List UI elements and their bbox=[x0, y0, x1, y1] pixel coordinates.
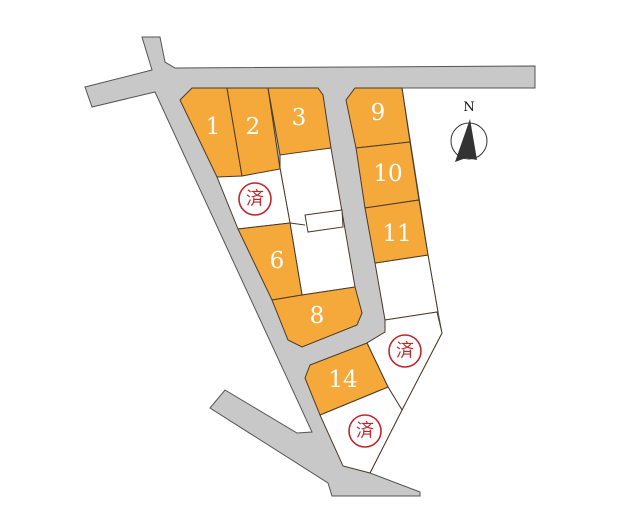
lot-number: 2 bbox=[246, 114, 261, 140]
lot-9[interactable]: 9 bbox=[345, 87, 411, 149]
lot-shape[interactable] bbox=[271, 286, 363, 348]
lot-number: 8 bbox=[310, 303, 325, 329]
lot-number: 14 bbox=[328, 367, 357, 393]
lot-number: 6 bbox=[270, 248, 285, 274]
lot-number: 10 bbox=[373, 161, 402, 187]
lot-3[interactable]: 3 bbox=[267, 87, 332, 156]
compass: N bbox=[450, 100, 488, 162]
lot-1[interactable]: 1 bbox=[179, 87, 243, 178]
lot-10[interactable]: 10 bbox=[355, 141, 420, 209]
sold-stamp: 済 bbox=[388, 334, 422, 368]
lot-6[interactable]: 6 bbox=[237, 222, 303, 301]
sold-stamp: 済 bbox=[348, 414, 382, 448]
svg-text:済: 済 bbox=[356, 421, 374, 442]
lot-8[interactable]: 8 bbox=[271, 286, 363, 348]
north-arrow-icon bbox=[455, 119, 477, 162]
lot-shape[interactable] bbox=[304, 342, 389, 416]
svg-text:済: 済 bbox=[396, 341, 414, 362]
lot-unlabeled-east bbox=[374, 254, 439, 321]
north-label: N bbox=[463, 100, 474, 115]
lot-14[interactable]: 14 bbox=[304, 342, 389, 416]
lot-number: 11 bbox=[382, 221, 411, 247]
sold-stamp: 済 bbox=[238, 182, 272, 216]
svg-text:済: 済 bbox=[246, 189, 264, 210]
lot-number: 9 bbox=[371, 100, 386, 126]
lot-2[interactable]: 2 bbox=[226, 87, 281, 177]
lot-number: 1 bbox=[206, 114, 221, 140]
lot-shape[interactable] bbox=[364, 199, 429, 264]
lot-11[interactable]: 11 bbox=[364, 199, 429, 264]
lot-interior-small bbox=[304, 209, 344, 233]
lot-shape[interactable] bbox=[226, 87, 281, 177]
lot-boundary bbox=[289, 222, 306, 226]
lot-shape[interactable] bbox=[267, 87, 332, 156]
lot-number: 3 bbox=[292, 105, 307, 131]
